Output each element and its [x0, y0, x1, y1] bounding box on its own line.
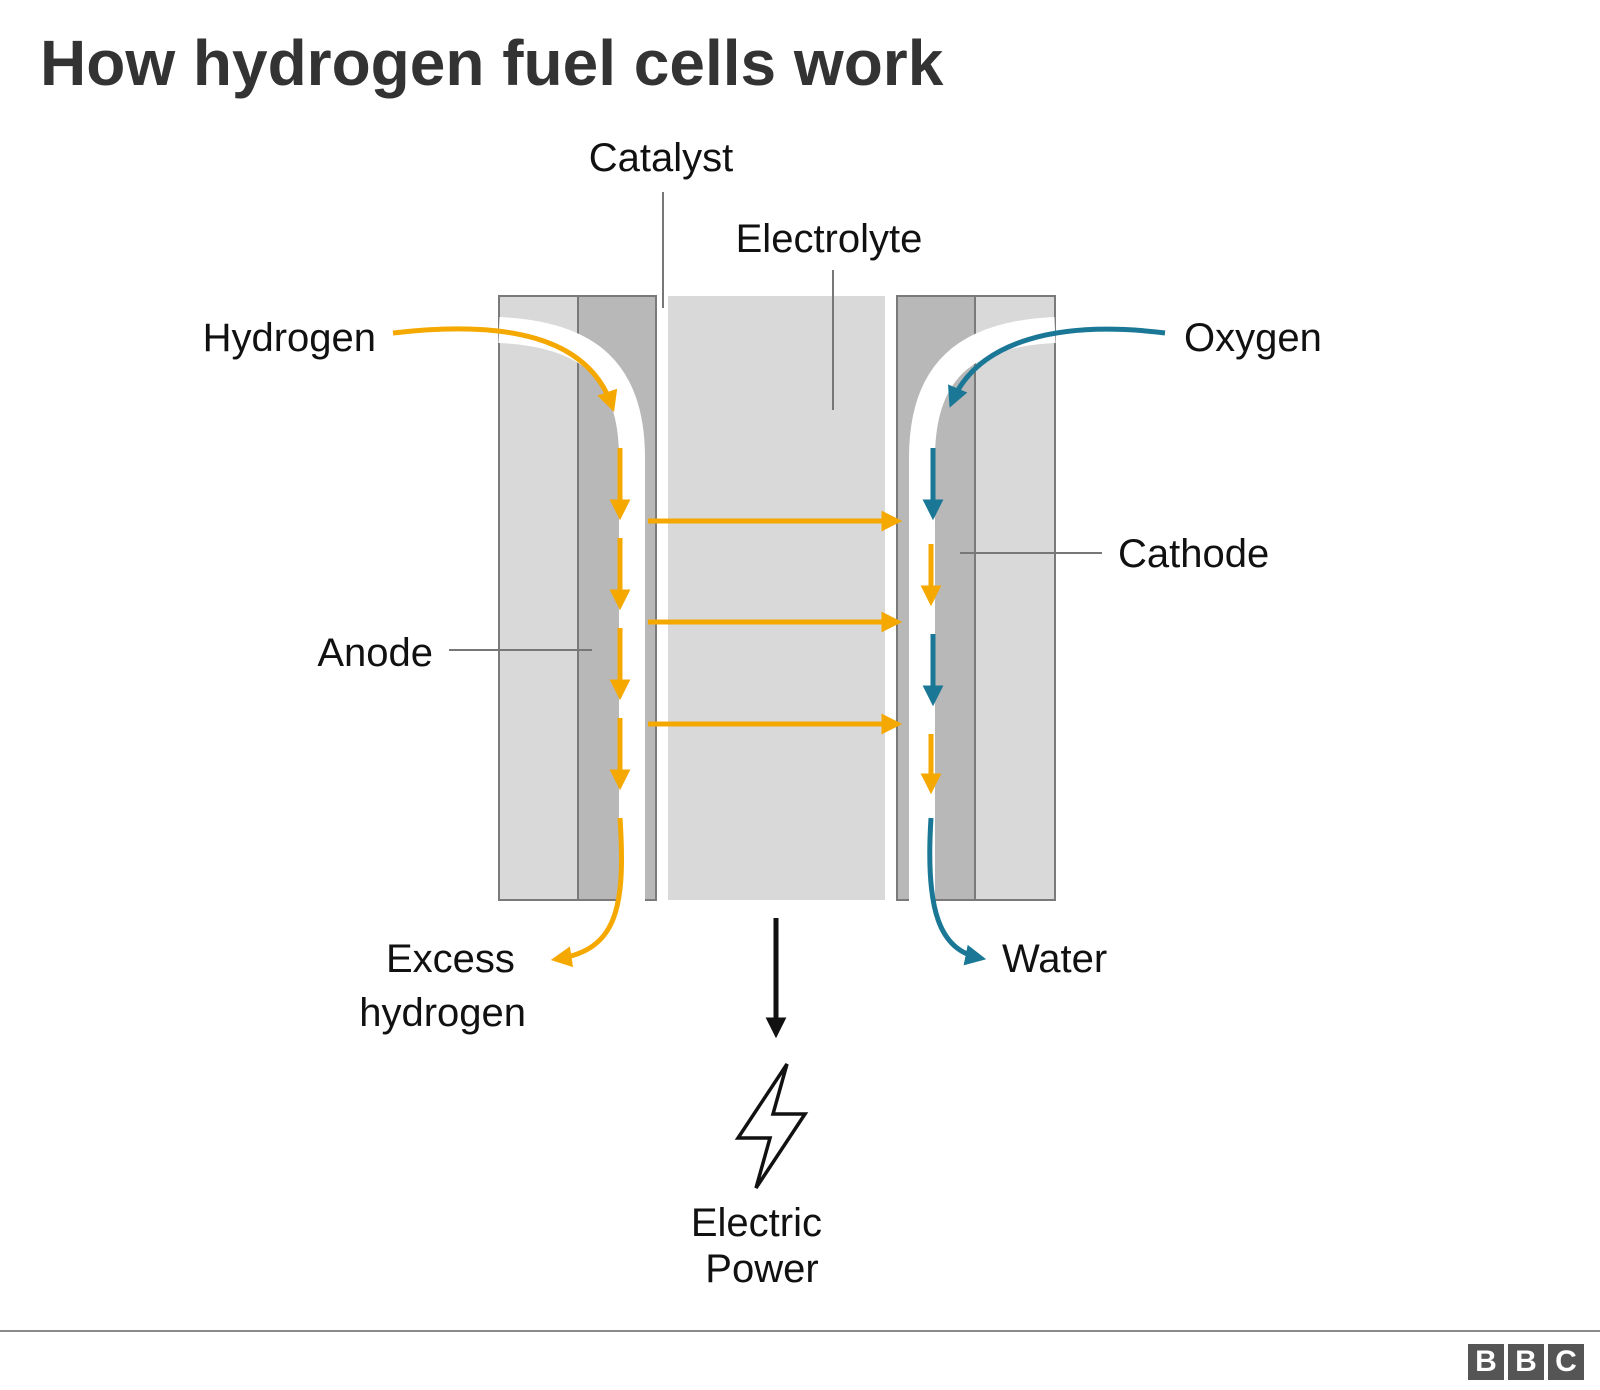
water-label: Water: [1002, 937, 1107, 981]
anode-label: Anode: [317, 631, 433, 675]
footer-divider: [0, 1330, 1600, 1332]
anode-outer-plate: [498, 295, 579, 901]
excess-hydrogen-label-line1: Excess: [386, 937, 515, 981]
hydrogen-inlet-arrow: [392, 326, 618, 412]
cathode-gas-channel: [909, 317, 1056, 902]
bbc-logo: B B C: [1468, 1344, 1584, 1380]
cathode-label: Cathode: [1118, 532, 1269, 576]
logo-letter: C: [1548, 1344, 1584, 1380]
electrolyte-block: [668, 296, 885, 900]
fuel-cell-body: [498, 295, 1056, 902]
oxygen-flow: [922, 326, 1166, 966]
page-title: How hydrogen fuel cells work: [40, 27, 944, 99]
electric-power-output: [734, 918, 809, 1189]
anode-gas-channel: [498, 317, 645, 902]
catalyst-label: Catalyst: [589, 136, 734, 180]
hydrogen-label: Hydrogen: [203, 316, 376, 360]
excess-hydrogen-label: Excess hydrogen: [359, 937, 526, 1035]
excess-hydrogen-outlet-arrow: [550, 817, 624, 968]
lightning-bolt-icon: [734, 1063, 809, 1189]
electric-power-label-line2: Power: [705, 1247, 818, 1291]
excess-hydrogen-label-line2: hydrogen: [359, 991, 526, 1035]
electric-power-label: Electric Power: [691, 1201, 833, 1291]
leader-lines: [449, 192, 1102, 651]
hydrogen-flow: [392, 326, 942, 968]
logo-letter: B: [1468, 1344, 1504, 1380]
water-outlet-arrow: [927, 817, 987, 966]
electric-power-label-line1: Electric: [691, 1201, 822, 1245]
oxygen-label: Oxygen: [1184, 316, 1322, 360]
cathode-outer-plate: [974, 295, 1056, 901]
electrolyte-label: Electrolyte: [736, 217, 923, 261]
oxygen-inlet-arrow: [948, 326, 1166, 408]
logo-letter: B: [1508, 1344, 1544, 1380]
